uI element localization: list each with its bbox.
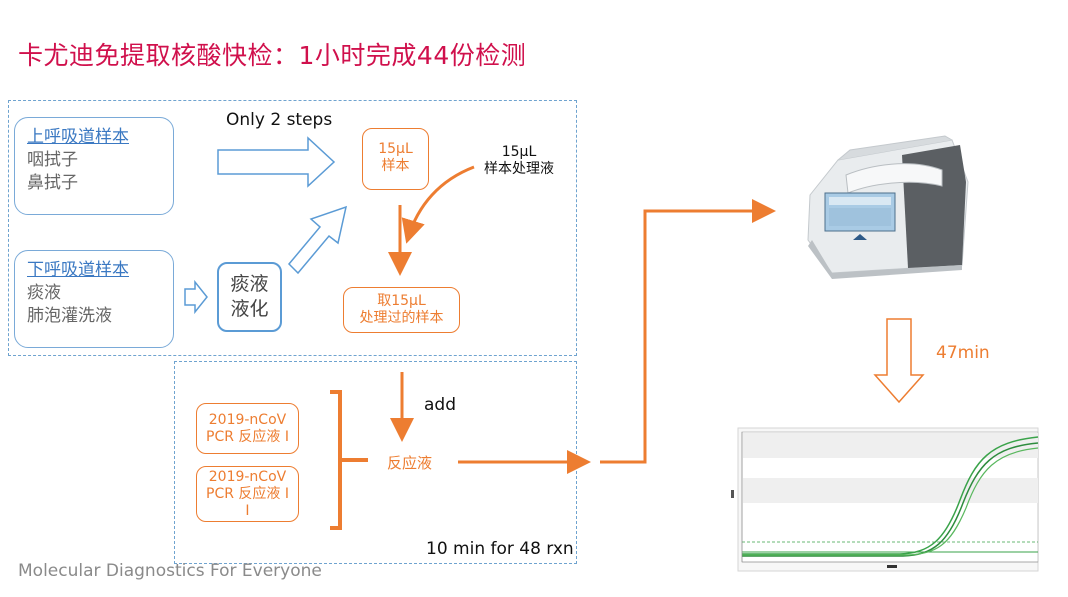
pcr-run-time: 47min [936, 343, 990, 363]
footer-tagline: Molecular Diagnostics For Everyone [18, 561, 322, 581]
processed-volume: 取15μL [377, 293, 426, 309]
reagent-type: PCR 反应液 I [206, 486, 289, 502]
upper-sample-title: 上呼吸道样本 [27, 127, 129, 147]
reagent-name: 2019-nCoV [208, 412, 287, 428]
only-steps-label: Only 2 steps [226, 110, 333, 130]
upper-respiratory-sample-box: 上呼吸道样本 咽拭子 鼻拭子 [14, 117, 174, 215]
sputum-liquefaction-box: 痰液 液化 [217, 262, 282, 332]
buffer-volume: 15μL [501, 144, 537, 160]
amplification-curve-chart [731, 427, 1039, 572]
add-label: add [424, 395, 456, 415]
processed-sample-box: 取15μL 处理过的样本 [343, 287, 460, 333]
sample-volume: 15μL [378, 141, 413, 157]
lower-respiratory-sample-box: 下呼吸道样本 痰液 肺泡灌洗液 [14, 250, 174, 348]
reaction-mix-label: 反应液 [387, 454, 433, 472]
brace-icon [330, 390, 368, 530]
upper-sample-item: 鼻拭子 [27, 173, 78, 193]
reaction-time-label: 10 min for 48 rxn [426, 539, 574, 559]
reagent-name: 2019-nCoV [208, 469, 287, 485]
reagent-type: PCR 反应液 I [206, 429, 289, 445]
processing-buffer-label: 15μL 样本处理液 [484, 144, 554, 178]
sample-volume-box: 15μL 样本 [362, 128, 429, 190]
processed-label: 处理过的样本 [359, 310, 444, 326]
sample-prep-region [8, 100, 577, 356]
block-arrow-right-icon [217, 136, 336, 188]
curved-arrow-icon [401, 165, 475, 244]
elbow-arrow-icon [600, 199, 776, 464]
upper-sample-item: 咽拭子 [27, 150, 78, 170]
pcr-reagent-box: 2019-nCoV PCR 反应液 I I [196, 466, 299, 522]
sample-label: 样本 [381, 158, 410, 174]
liquefaction-line: 液化 [230, 298, 269, 320]
block-arrow-diagonal-icon [287, 205, 348, 275]
pcr-instrument-image [807, 135, 969, 279]
reagent-extra: I [245, 503, 250, 519]
lower-sample-item: 痰液 [27, 283, 61, 303]
pcr-reagent-box: 2019-nCoV PCR 反应液 I [196, 403, 299, 454]
sputum-line: 痰液 [230, 273, 269, 295]
block-arrow-right-icon [184, 279, 208, 315]
block-arrow-down-icon [873, 318, 925, 404]
page-title: 卡尤迪免提取核酸快检：1小时完成44份检测 [18, 41, 527, 70]
lower-sample-title: 下呼吸道样本 [27, 260, 129, 280]
lower-sample-item: 肺泡灌洗液 [27, 306, 112, 326]
buffer-name: 样本处理液 [484, 161, 554, 177]
